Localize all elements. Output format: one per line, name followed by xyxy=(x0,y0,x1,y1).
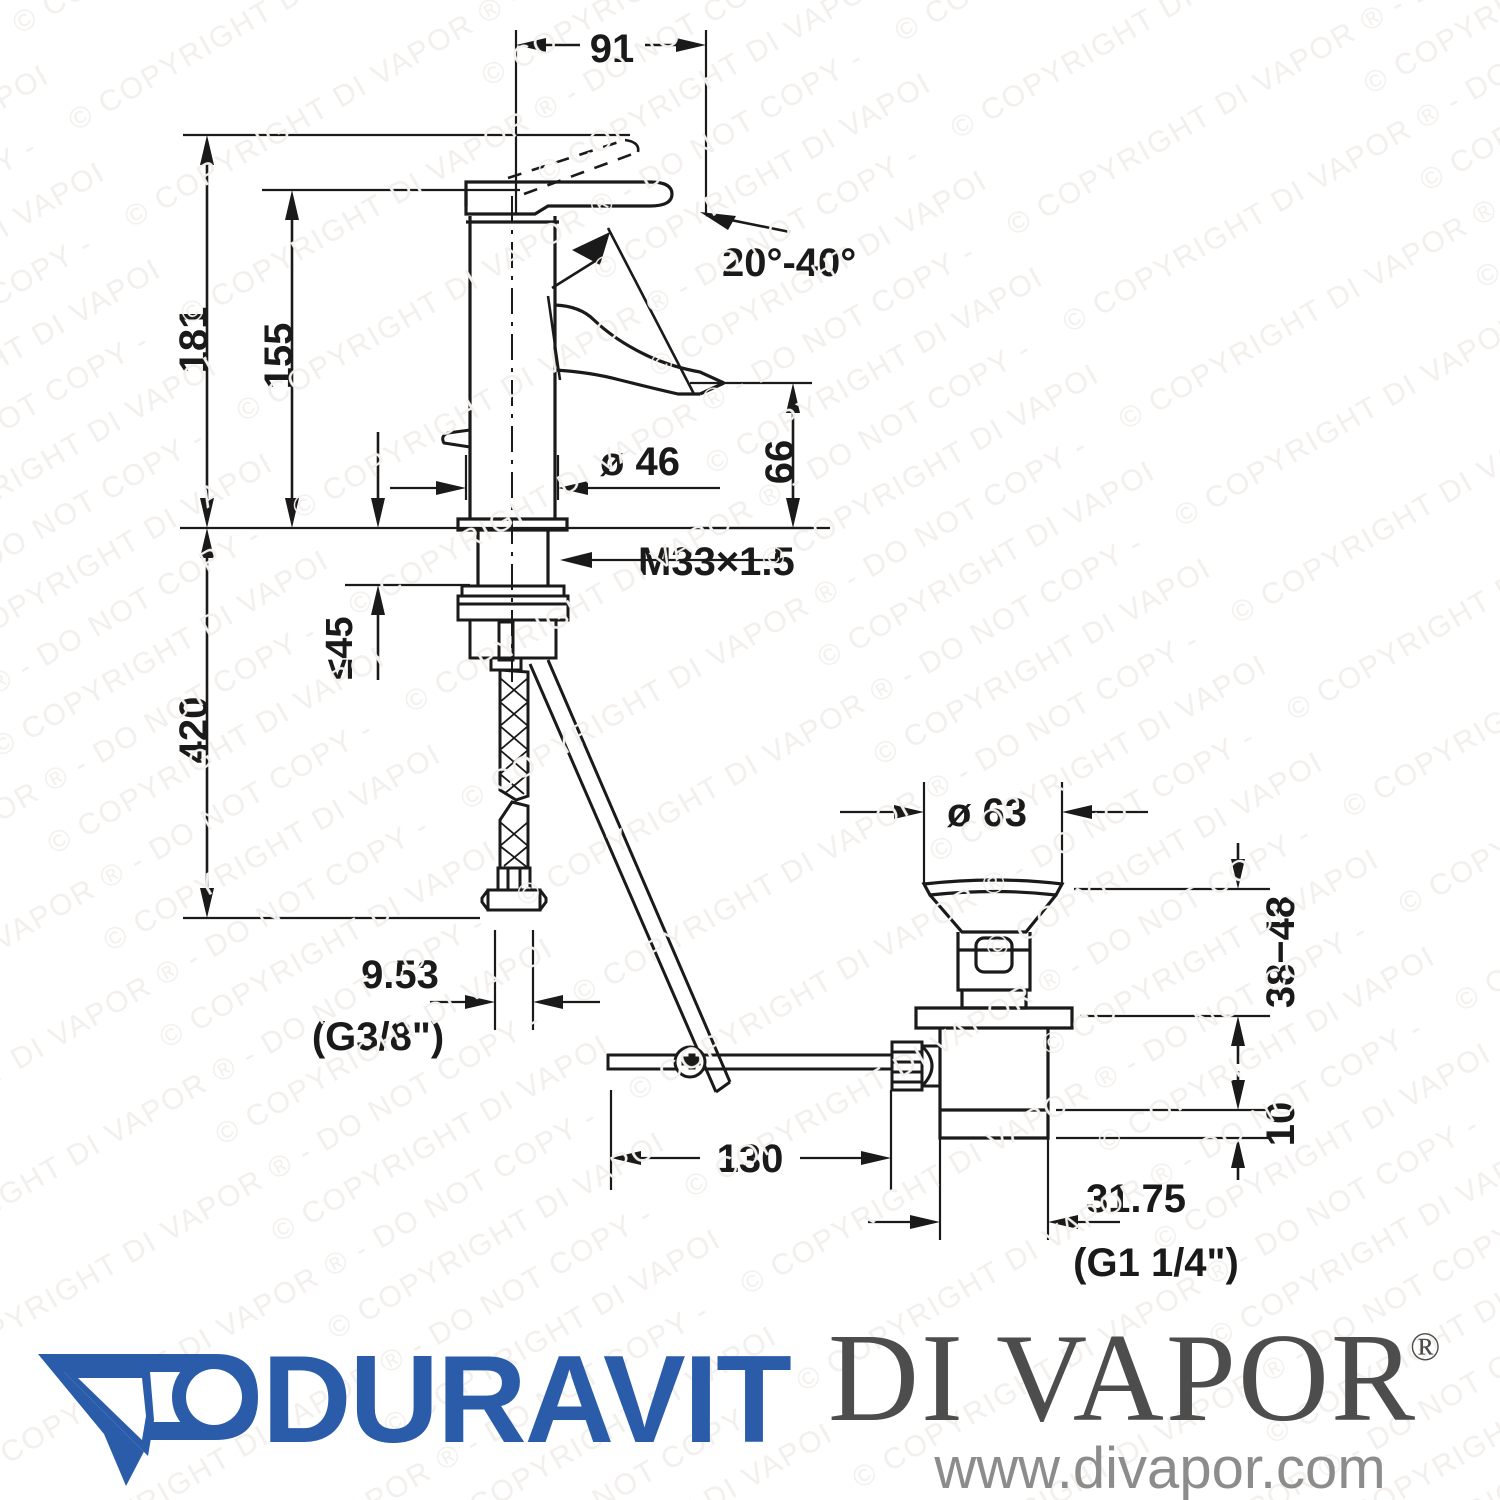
label-38-48: 38−48 xyxy=(1259,896,1303,1008)
label-953: 9.53 xyxy=(361,953,439,997)
label-thread-m33: M33×1.5 xyxy=(638,540,795,584)
divapor-wordmark: DI VAPOR xyxy=(828,1310,1417,1448)
faucet-lever-handle xyxy=(464,180,674,216)
faucet-spout xyxy=(554,303,725,396)
logo-bar: DURAVIT DI VAPOR ® www.divapor.com xyxy=(38,1310,1440,1500)
label-181: 181 xyxy=(172,307,216,374)
duravit-wordmark: DURAVIT xyxy=(262,1331,791,1469)
divapor-website: www.divapor.com xyxy=(933,1436,1385,1500)
dimension-953 xyxy=(430,930,600,1030)
label-g38: (G3/8") xyxy=(312,1015,444,1059)
label-45: ≤45 xyxy=(319,616,361,679)
label-angle: 20°-40° xyxy=(722,241,856,285)
label-91: 91 xyxy=(590,27,635,71)
lever-open-dashed xyxy=(507,138,639,196)
popup-lift-rod xyxy=(528,659,732,1094)
label-diameter-63: ø 63 xyxy=(947,791,1027,835)
label-130: 130 xyxy=(717,1137,784,1181)
label-10: 10 xyxy=(1259,1102,1303,1147)
divapor-logo: DI VAPOR ® www.divapor.com xyxy=(828,1310,1440,1500)
label-420: 420 xyxy=(172,697,216,764)
hose-end-nut xyxy=(480,866,548,912)
label-155: 155 xyxy=(257,323,301,390)
label-3175: 31.75 xyxy=(1086,1177,1186,1221)
label-diameter-46: ø 46 xyxy=(600,440,680,484)
waste-ball-joint-nut xyxy=(890,1040,942,1092)
duravit-bird-mark xyxy=(38,1354,258,1486)
duravit-logo: DURAVIT xyxy=(38,1331,793,1486)
label-66: 66 xyxy=(758,440,802,485)
hose-braid-hatch xyxy=(499,677,529,795)
label-g114: (G1 1/4") xyxy=(1073,1241,1239,1285)
popup-horizontal-linkage xyxy=(606,1053,894,1071)
divapor-registered-mark: ® xyxy=(1410,1324,1440,1369)
